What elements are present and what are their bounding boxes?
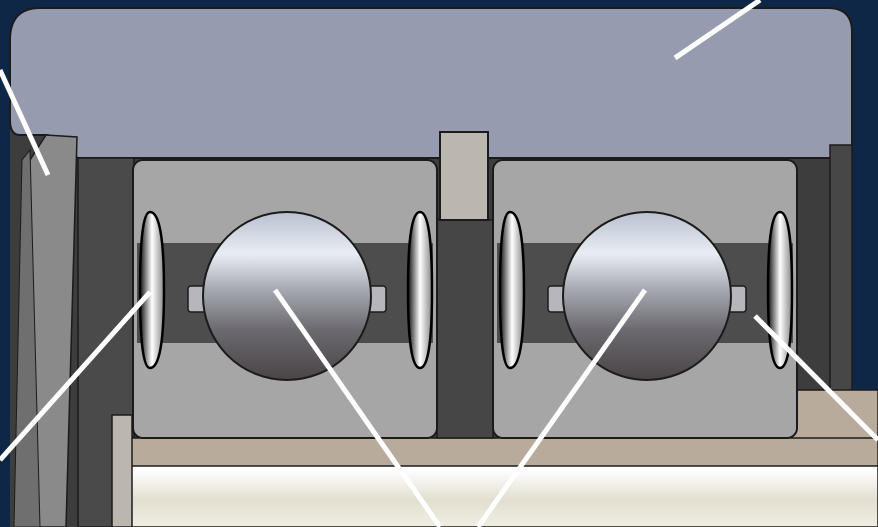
spacer-stem bbox=[436, 219, 494, 439]
shaft-collar bbox=[111, 414, 133, 527]
leader-seal-right bbox=[753, 314, 878, 442]
leader-housing bbox=[673, 0, 762, 61]
leader-retaining-ring bbox=[0, 68, 51, 177]
bearing-1 bbox=[132, 159, 438, 439]
retaining-ring-edge bbox=[13, 148, 41, 527]
seal-left bbox=[498, 210, 526, 370]
housing-right-wall bbox=[829, 144, 853, 396]
leader-seal-left bbox=[0, 290, 152, 462]
ball bbox=[202, 211, 372, 381]
spacer bbox=[439, 131, 489, 221]
leader-ball-left bbox=[272, 288, 443, 527]
housing bbox=[9, 7, 853, 159]
bearings bbox=[132, 159, 798, 439]
seal-left bbox=[138, 210, 166, 370]
bearing-2 bbox=[492, 159, 798, 439]
leader-ball-right bbox=[475, 288, 648, 527]
seal-right bbox=[766, 210, 794, 370]
seal-right bbox=[406, 210, 434, 370]
ball bbox=[562, 211, 732, 381]
inner-ring-seat bbox=[129, 437, 878, 467]
